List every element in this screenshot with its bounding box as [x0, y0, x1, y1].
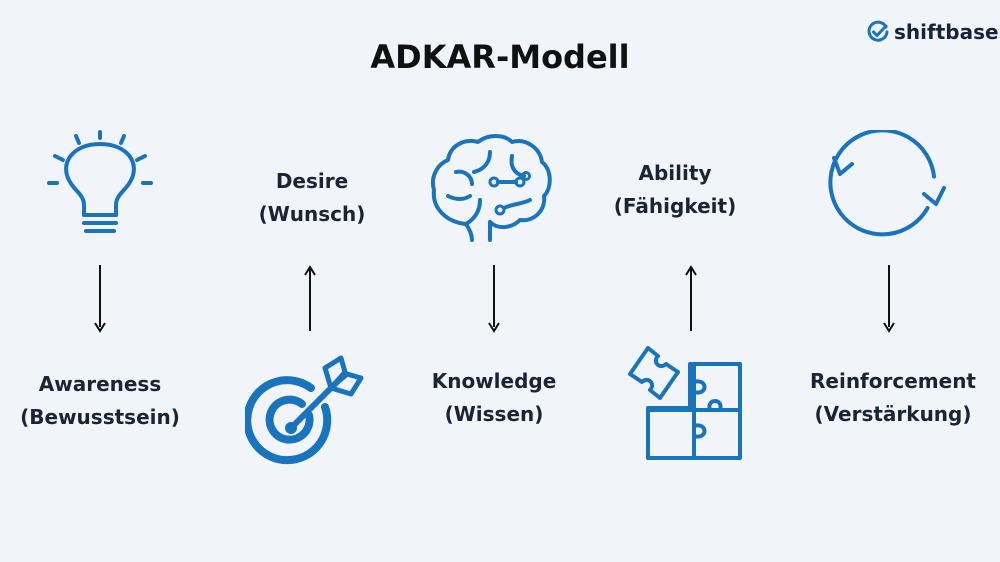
brand-logo: shiftbase	[866, 18, 999, 46]
step-translation: (Verstärkung)	[814, 402, 972, 426]
step-reinforcement: Reinforcement (Verstärkung)	[793, 365, 993, 431]
page-title: ADKAR-Modell	[370, 38, 630, 76]
arrow-down	[488, 265, 500, 333]
brand-check-icon	[867, 20, 889, 42]
step-knowledge: Knowledge (Wissen)	[404, 365, 584, 431]
cycle-arrows-icon	[828, 130, 946, 237]
arrow-up	[304, 265, 316, 331]
step-translation: (Bewusstsein)	[20, 405, 180, 429]
step-translation: (Fähigkeit)	[613, 194, 737, 218]
arrow-down	[883, 265, 895, 333]
arrow-up	[685, 265, 697, 331]
arrow-down	[94, 265, 106, 333]
puzzle-icon	[628, 346, 742, 460]
lightbulb-icon	[47, 130, 153, 233]
brain-circuit-icon	[431, 134, 552, 242]
step-ability: Ability (Fähigkeit)	[585, 157, 765, 223]
step-name: Awareness	[38, 372, 162, 396]
step-name: Reinforcement	[810, 369, 976, 393]
step-name: Ability	[638, 161, 712, 185]
step-name: Desire	[275, 169, 349, 193]
step-desire: Desire (Wunsch)	[222, 165, 402, 231]
brand-name: shiftbase	[894, 20, 999, 44]
step-awareness: Awareness (Bewusstsein)	[10, 368, 190, 434]
target-arrow-icon	[245, 355, 364, 465]
step-name: Knowledge	[431, 369, 557, 393]
step-translation: (Wunsch)	[258, 202, 366, 226]
step-translation: (Wissen)	[444, 402, 544, 426]
